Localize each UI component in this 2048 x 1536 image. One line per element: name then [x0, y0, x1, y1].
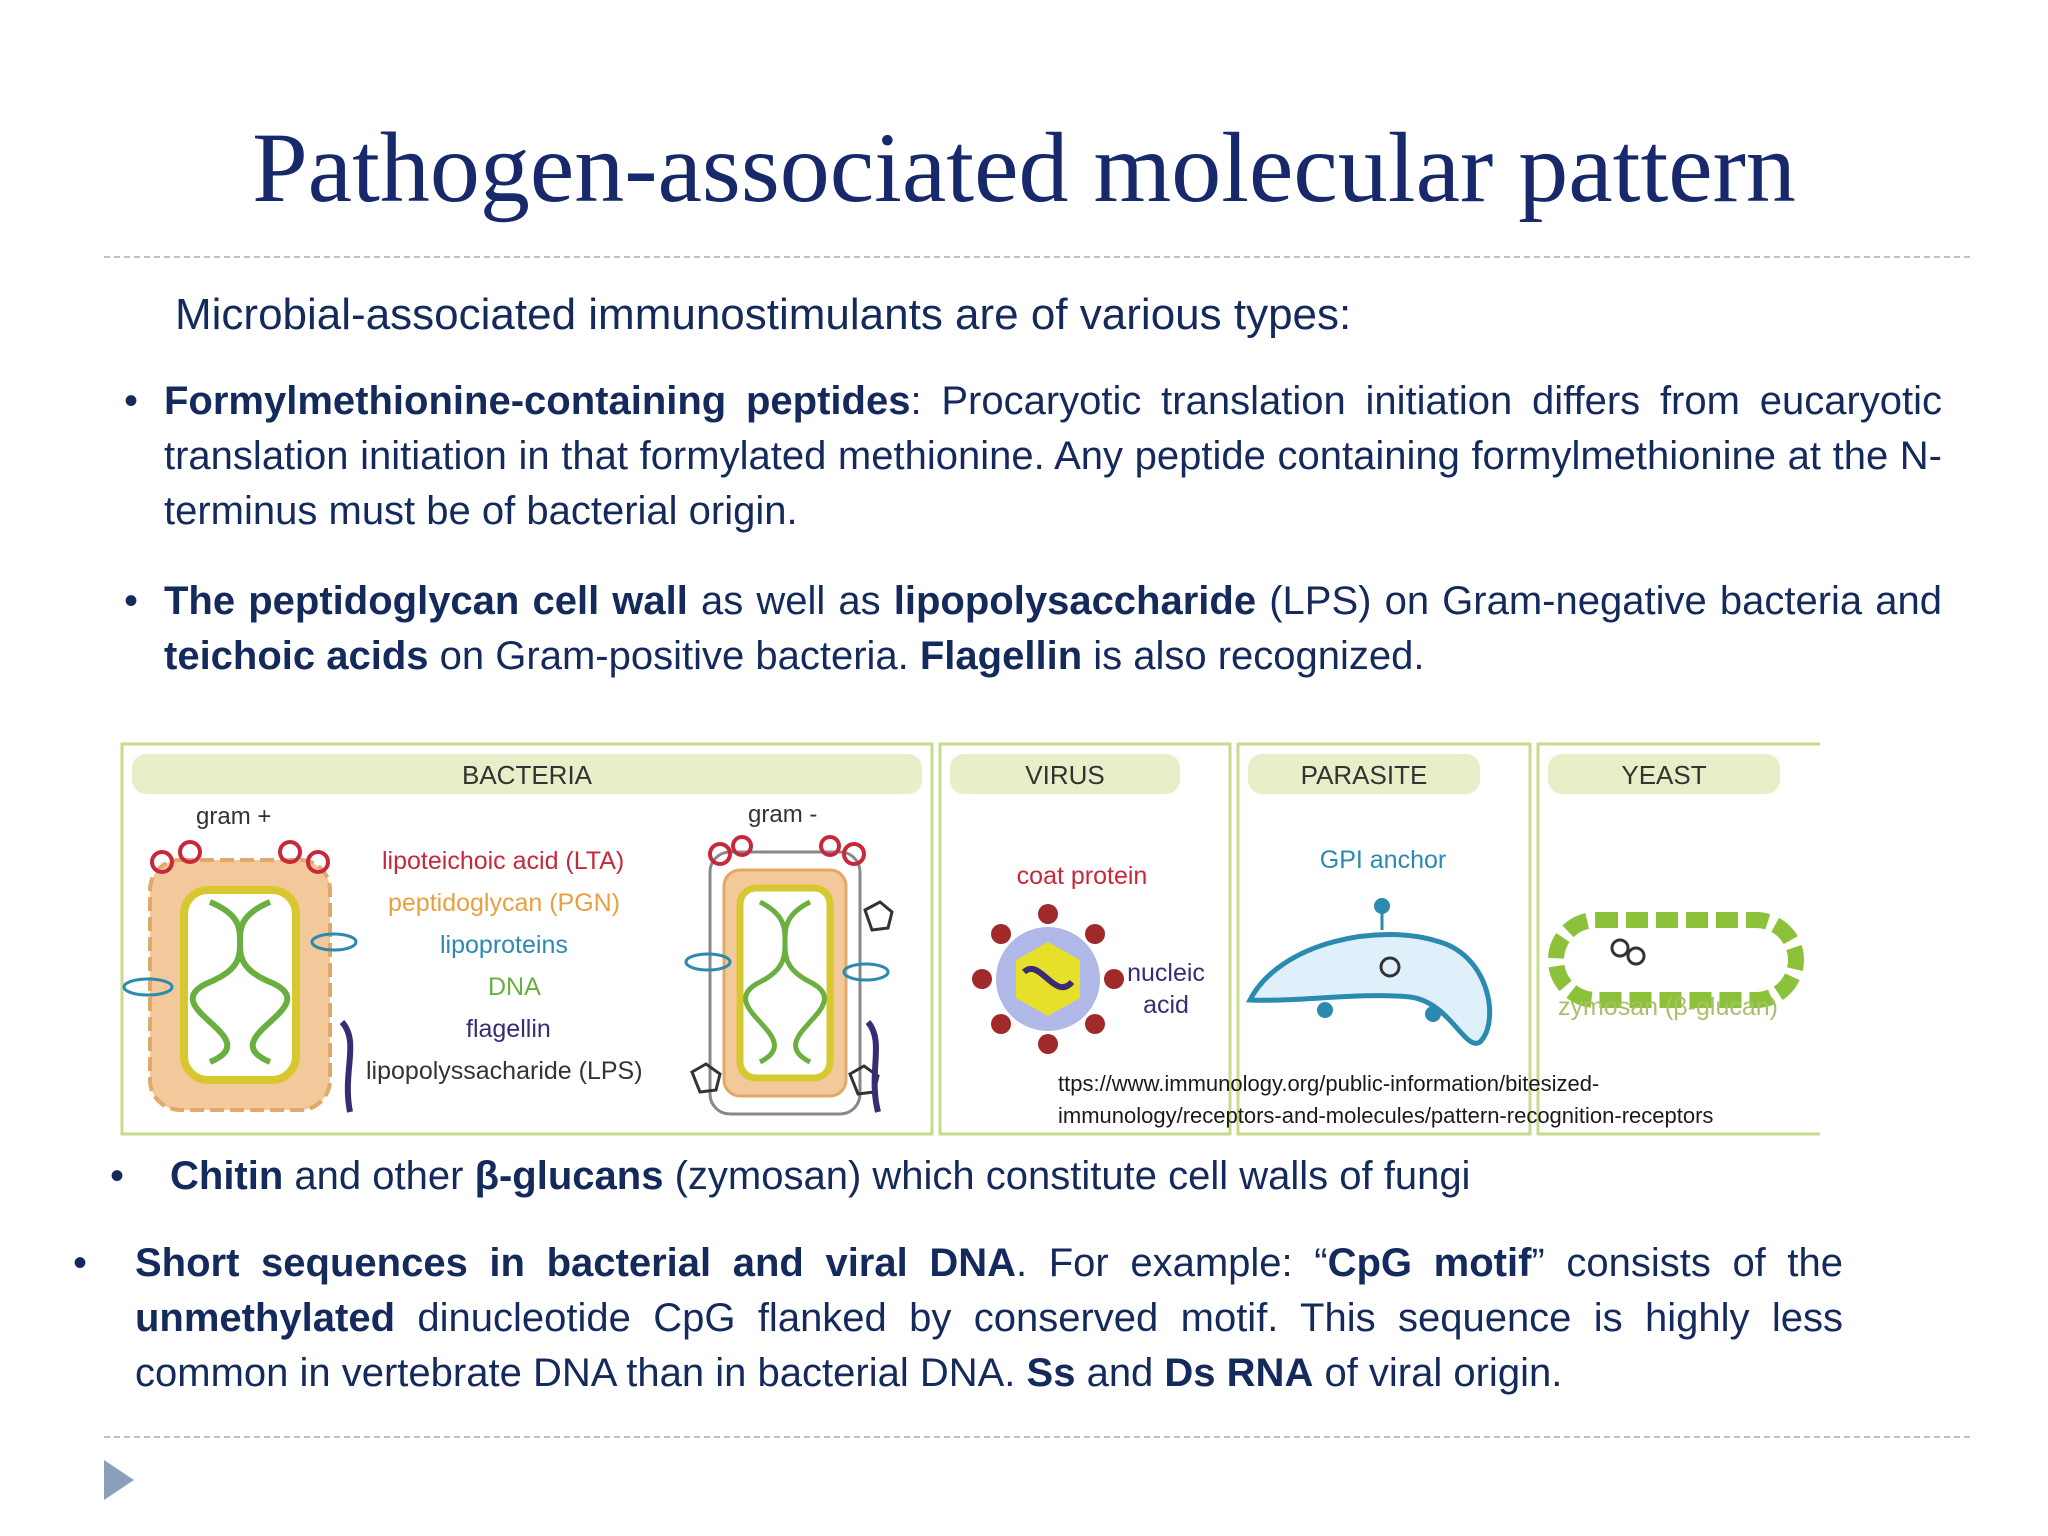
label-lta: lipoteichoic acid (LTA): [382, 847, 624, 875]
label-coat-protein: coat protein: [1017, 862, 1148, 890]
label-pgn: peptidoglycan (PGN): [388, 889, 620, 917]
label-acid: acid: [1143, 991, 1189, 1019]
gram-positive-label: gram +: [196, 803, 271, 830]
yeast-header: YEAST: [1621, 760, 1706, 790]
bullet-chitin: •Chitin and other β-glucans (zymosan) wh…: [110, 1149, 1870, 1204]
pamp-figure: BACTERIA VIRUS PARASITE YEAST gram + gra…: [120, 742, 1820, 1136]
gram-negative-cell: [684, 835, 894, 1116]
virus-header: VIRUS: [1025, 760, 1104, 790]
label-nucleic: nucleic: [1127, 959, 1205, 987]
label-lps: lipopolyssacharide (LPS): [366, 1057, 643, 1085]
bullet-peptidoglycan: •The peptidoglycan cell wall as well as …: [124, 574, 1942, 684]
bullet-dot: •: [73, 1241, 88, 1285]
gram-negative-label: gram -: [748, 801, 817, 828]
bacteria-header: BACTERIA: [462, 760, 593, 790]
parasite-header: PARASITE: [1301, 760, 1428, 790]
gram-positive-cell: [122, 840, 358, 1113]
label-gpi-anchor: GPI anchor: [1320, 846, 1446, 874]
intro-text: Microbial-associated immunostimulants ar…: [175, 290, 1352, 339]
slide-title: Pathogen-associated molecular pattern: [252, 112, 1796, 223]
bullet-dot: •: [110, 1154, 125, 1198]
footer-divider: [104, 1436, 1970, 1438]
figure-citation: ttps://www.immunology.org/public-informa…: [1058, 1071, 1714, 1128]
title-divider: [104, 256, 1970, 258]
label-zymosan: zymosan (β-glucan): [1558, 993, 1778, 1021]
virus-panel: [938, 742, 1232, 1136]
label-lipoproteins: lipoproteins: [440, 931, 568, 959]
yeast-icon: [1548, 912, 1804, 1008]
play-triangle-icon[interactable]: [104, 1460, 134, 1500]
bullet-formylmethionine: •Formylmethionine-containing peptides: P…: [124, 374, 1942, 539]
bullet-dot: •: [124, 379, 139, 423]
bullet-dot: •: [124, 579, 139, 623]
label-flagellin: flagellin: [466, 1015, 551, 1043]
parasite-icon: [1245, 898, 1493, 1046]
bullet-cpg: •Short sequences in bacterial and viral …: [73, 1236, 1843, 1401]
label-dna: DNA: [488, 973, 541, 1001]
virus-icon: [972, 904, 1124, 1054]
